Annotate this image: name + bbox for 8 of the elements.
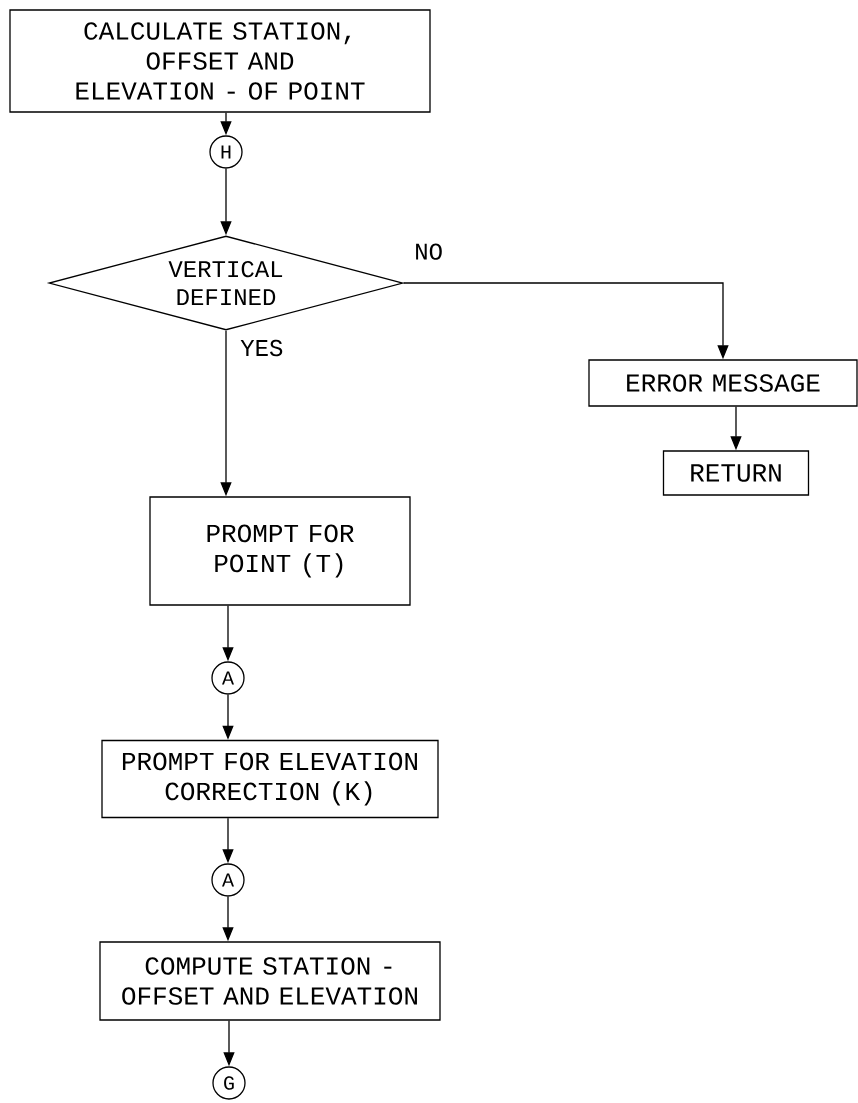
edge-label: NO [412,241,445,262]
process-box: COMPUTE STATION - OFFSET AND ELEVATION [99,941,441,1021]
process-box: PROMPT FOR ELEVATION CORRECTION (K) [101,739,439,819]
process-box: PROMPT FOR POINT (T) [149,496,411,606]
process-box: ERROR MESSAGE [588,359,858,407]
process-box: RETURN [662,450,810,496]
edge-label: YES [238,337,286,359]
process-box: CALCULATE STATION, OFFSET AND ELEVATION - OF POINT [9,9,431,113]
